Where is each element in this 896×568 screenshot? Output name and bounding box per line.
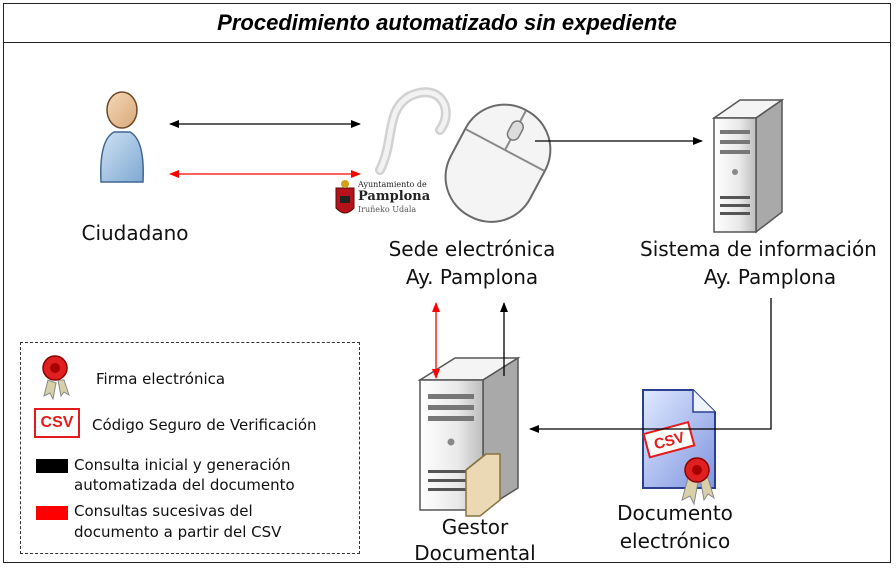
node-label-ciudadano: Ciudadano: [81, 221, 189, 245]
node-label-sistema-line1: Sistema de información: [640, 237, 877, 261]
logo-line1: Ayuntamiento de: [358, 180, 427, 189]
diagram-title: Procedimiento automatizado sin expedient…: [4, 4, 890, 43]
legend-red-line2: documento a partir del CSV: [74, 523, 282, 541]
logo-line2: Pamplona: [358, 189, 431, 204]
node-label-gestor-line2: Documental: [414, 541, 536, 565]
node-label-sede-line1: Sede electrónica: [388, 237, 556, 261]
user-icon: [100, 91, 144, 183]
mouse-icon: [375, 87, 552, 223]
node-label-sede-line2: Ay. Pamplona: [405, 265, 539, 289]
node-label-gestor-line1: Gestor: [441, 515, 509, 539]
legend-black-line1: Consulta inicial y generación: [74, 456, 291, 474]
node-label-sistema-line2: Ay. Pamplona: [703, 265, 837, 289]
legend-red-swatch: [36, 506, 68, 520]
legend-csv-badge: CSV: [34, 408, 80, 438]
city-seal-icon: [332, 178, 432, 222]
server-icon: [711, 98, 785, 234]
legend-firma-label: Firma electrónica: [96, 370, 226, 388]
wax-seal-icon: [42, 355, 70, 401]
server-icon: [417, 356, 521, 517]
logo-line3: Iruñeko Udala: [358, 205, 417, 214]
legend-black-swatch: [36, 459, 68, 473]
wax-seal-icon: [681, 457, 715, 506]
legend-black-line2: automatizada del documento: [74, 476, 295, 494]
legend-box: [20, 342, 360, 554]
node-label-documento-line1: Documento: [617, 501, 733, 525]
arrow-sistema-to-gestor: [529, 298, 772, 433]
node-label-documento-line2: electrónico: [619, 529, 731, 553]
legend-red-line1: Consultas sucesivas del: [74, 502, 253, 520]
legend-csv-label: Código Seguro de Verificación: [92, 416, 317, 434]
